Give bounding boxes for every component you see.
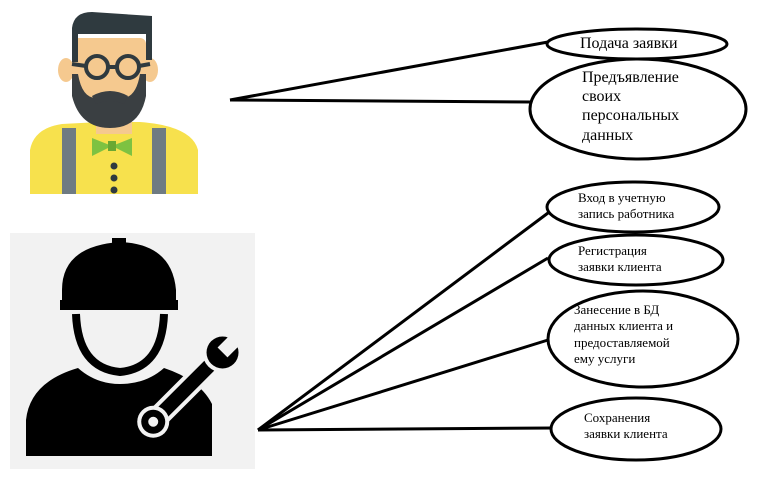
ellipse-save-request [549,396,723,462]
usecase-label-submit-request: Подача заявки [580,35,678,52]
usecase-label-enter-db: Занесение в БД данных клиента и предоста… [574,302,674,366]
association-line [229,40,549,102]
association-line [257,208,553,432]
ellipse-enter-db [546,289,740,389]
worker-helmet-wrench-icon [10,233,255,469]
usecase-label-login: Вход в учетную запись работника [578,190,675,222]
ellipse-login [545,180,721,234]
association-line [229,98,533,104]
usecase-label-present-personal-data: Предъявление своих персональных данных [582,69,680,144]
employee-associations [257,208,555,432]
association-line [257,426,555,432]
ellipse-register-request [547,233,725,287]
ellipse-present-personal-data [528,57,748,161]
usecase-label-save-request: Сохранения заявки клиента [584,410,668,442]
association-line [257,338,549,432]
use-case-ellipses [528,27,748,462]
client-person-icon [30,12,198,194]
association-line [257,256,549,432]
usecase-label-register-request: Регистрация заявки клиента [578,243,662,275]
client-associations [229,40,549,104]
